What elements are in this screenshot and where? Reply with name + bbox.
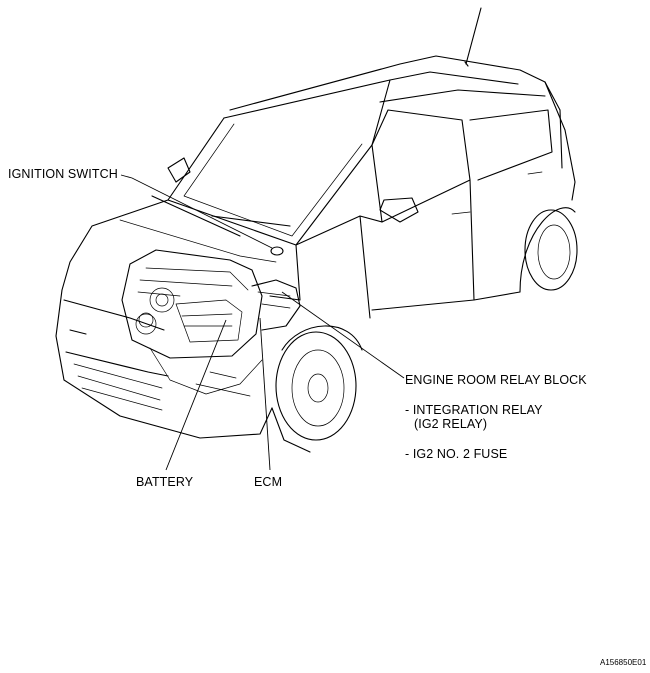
antenna	[464, 7, 482, 67]
ecm-leader	[259, 317, 271, 471]
vehicle-body-icon	[55, 55, 578, 453]
battery-label: BATTERY	[136, 475, 194, 489]
ignition-switch-leader	[120, 174, 273, 249]
engine-assembly-icon	[121, 249, 301, 397]
ig2-fuse-label: - IG2 NO. 2 FUSE	[405, 447, 508, 461]
engine-room-relay-block-label: ENGINE ROOM RELAY BLOCK	[405, 373, 587, 387]
battery-leader	[165, 319, 227, 471]
ecm-label: ECM	[254, 475, 283, 489]
relay-block-leader	[281, 291, 405, 379]
figure-id: A156850E01	[600, 658, 647, 667]
integration-relay-label: - INTEGRATION RELAY	[405, 403, 543, 417]
leader-lines	[120, 174, 405, 471]
ignition-switch-icon	[270, 246, 284, 256]
ignition-switch-label: IGNITION SWITCH	[8, 167, 118, 181]
ig2-relay-label: (IG2 RELAY)	[414, 417, 488, 431]
